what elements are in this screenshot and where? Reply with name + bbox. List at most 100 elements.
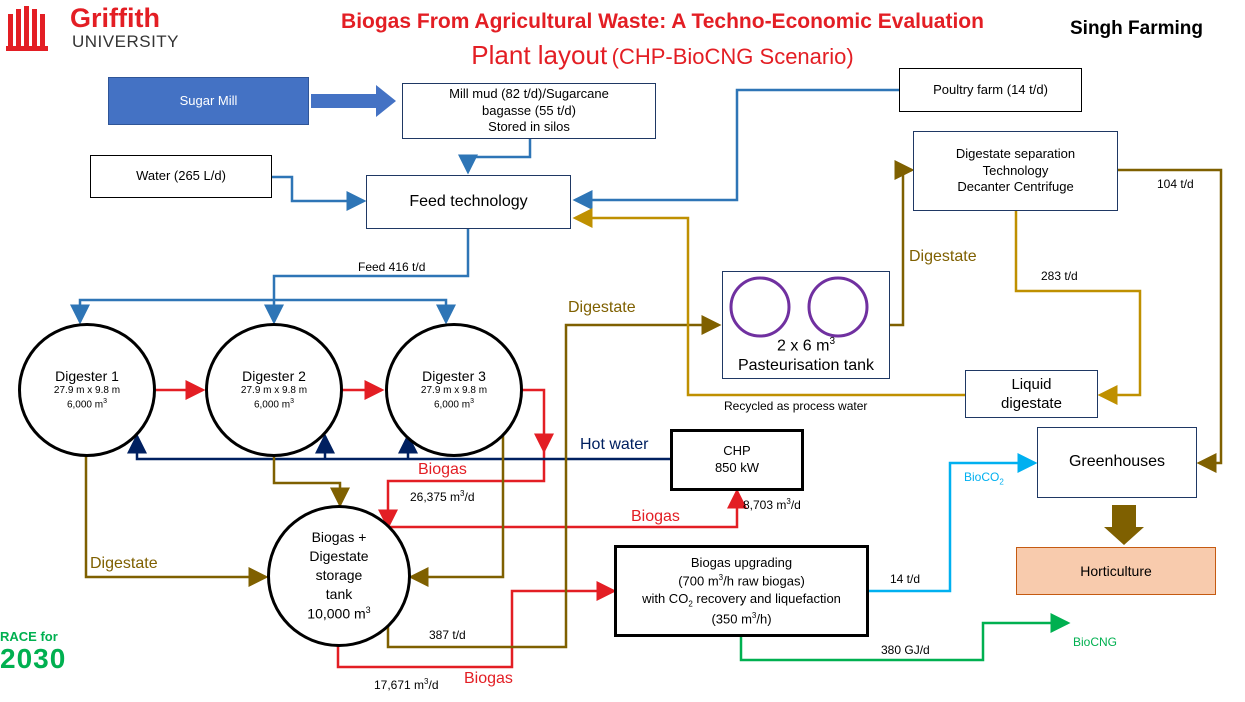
liquid-digestate-line2: digestate	[1001, 395, 1062, 412]
upgrading-line3-a: with CO	[642, 591, 689, 607]
storage-line2: Digestate	[309, 548, 369, 565]
flow-26375-label: 26,375 m3/d	[410, 489, 475, 504]
digestate-label-right: Digestate	[909, 248, 977, 265]
digester-2-volume-sup: 3	[290, 398, 295, 406]
race-logo-line2: 2030	[0, 643, 67, 674]
biogas-to-storage-line	[378, 451, 546, 530]
separation-line1: Digestate separation	[955, 145, 1076, 161]
flow-8703-sup: 3	[786, 497, 791, 506]
liquid-digestate-box: Liquid digestate	[965, 370, 1098, 418]
upgrading-line4-b: /h)	[756, 611, 772, 627]
storage-volume-value: 10,000 m	[307, 605, 366, 622]
biogas-upgrading-box: Biogas upgrading (700 m3/h raw biogas) w…	[614, 545, 869, 637]
water-box: Water (265 L/d)	[90, 155, 272, 198]
digester-3-dims: 27.9 m x 9.8 m	[420, 385, 488, 397]
biogas-label-3: Biogas	[464, 670, 513, 687]
flow-26375-value: 26,375 m	[410, 490, 461, 504]
pasteurisation-tank-1	[729, 276, 791, 338]
pasteurisation-label: Pasteurisation tank	[737, 357, 875, 374]
upgrading-line2-a: (700 m	[678, 573, 719, 589]
digester-3-volume: 6,000 m3	[434, 397, 474, 411]
storage-line3: storage	[315, 567, 363, 584]
biogas-label-1: Biogas	[418, 461, 467, 478]
bioco2-line	[868, 453, 1038, 593]
water-label: Water (265 L/d)	[136, 168, 226, 184]
storage-line4: tank	[325, 586, 353, 603]
poultry-to-feed-line	[572, 88, 899, 210]
mill-to-feed-line	[458, 139, 532, 175]
subtitle-scenario: (CHP-BioCNG Scenario)	[611, 44, 854, 69]
flow-26375-unit: /d	[464, 490, 475, 504]
separation-to-liquid-line	[1014, 210, 1142, 405]
bioco2-label: BioCO2	[964, 470, 1004, 486]
d3-biogas-line	[521, 388, 554, 454]
digestate-label-top: Digestate	[568, 299, 636, 316]
upgrading-line3-b: recovery and liquefaction	[692, 591, 841, 607]
flow-17671-unit: /d	[428, 678, 439, 692]
chp-box: CHP 850 kW	[670, 429, 804, 491]
digester-3-volume-value: 6,000 m	[433, 399, 471, 411]
flow-8703-unit: /d	[790, 498, 801, 512]
pasteurisation-size-value: 2 x 6 m	[776, 337, 830, 354]
recycled-label: Recycled as process water	[724, 399, 868, 413]
separation-line3: Decanter Centrifuge	[957, 179, 1074, 195]
bioco2-value: BioCO	[964, 470, 1000, 484]
storage-tank: Biogas + Digestate storage tank 10,000 m…	[267, 505, 411, 647]
upgrading-line4-a: (350 m	[711, 611, 752, 627]
feed-technology-label: Feed technology	[409, 192, 528, 210]
greenhouses-label: Greenhouses	[1068, 453, 1166, 471]
digester-2-volume: 6,000 m3	[254, 397, 294, 411]
digester-1-name: Digester 1	[55, 368, 119, 385]
digestate-separation-box: Digestate separation Technology Decanter…	[913, 131, 1118, 211]
flow-8703-value: 8,703 m	[743, 498, 787, 512]
biogas-label-2: Biogas	[631, 508, 680, 525]
flow-14-label: 14 t/d	[890, 572, 921, 586]
bioco2-sub: 2	[999, 477, 1004, 487]
pasteurisation-to-separation-line	[890, 160, 915, 327]
upgrading-line2-b: /h raw biogas)	[723, 573, 805, 589]
feed-manifold-line	[78, 298, 456, 325]
upgrading-line1: Biogas upgrading	[690, 554, 793, 570]
mill-mud-line1: Mill mud (82 t/d)/Sugarcane	[449, 85, 609, 101]
liquid-digestate-line1: Liquid	[1011, 375, 1052, 393]
pasteurisation-tank-2	[807, 276, 869, 338]
flow-380-label: 380 GJ/d	[881, 643, 930, 657]
feed-flow-label: Feed 416 t/d	[358, 260, 426, 274]
flow-387-label: 387 t/d	[429, 628, 466, 642]
upgrading-line3-sub: 2	[688, 599, 693, 609]
digester-1-volume-sup: 3	[103, 398, 108, 406]
flow-17671-value: 17,671 m	[374, 678, 425, 692]
storage-to-upgrading-line	[336, 581, 617, 669]
mill-mud-line2: bagasse (55 t/d)	[482, 102, 576, 118]
digester-1-volume-value: 6,000 m	[66, 399, 104, 411]
separation-line2: Technology	[982, 162, 1049, 178]
sugar-mill-box: Sugar Mill	[108, 77, 309, 125]
upgrading-line2: (700 m3/h raw biogas)	[678, 572, 805, 591]
greenhouses-box: Greenhouses	[1037, 427, 1197, 498]
feed-down-line	[264, 229, 470, 325]
flow-283-label: 283 t/d	[1041, 269, 1078, 283]
flow-17671-sup: 3	[424, 677, 429, 686]
upgrading-line2-sup: 3	[718, 572, 724, 582]
subtitle-main: Plant layout	[471, 40, 608, 70]
flow-17671-label: 17,671 m3/d	[374, 677, 439, 692]
upgrading-line3: with CO2 recovery and liquefaction	[642, 590, 841, 610]
water-to-feed-line	[272, 175, 367, 211]
mill-mud-box: Mill mud (82 t/d)/Sugarcane bagasse (55 …	[402, 83, 656, 139]
sugar-mill-label: Sugar Mill	[179, 92, 238, 108]
greenhouse-to-horticulture-arrow	[1104, 505, 1144, 545]
pasteurisation-size-sup: 3	[829, 335, 836, 347]
griffith-logo: Griffith UNIVERSITY	[6, 4, 201, 52]
flow-26375-sup: 3	[460, 489, 465, 498]
d1-digestate-line	[84, 456, 269, 587]
digester-1-dims: 27.9 m x 9.8 m	[53, 385, 121, 397]
race-for-2030-logo: RACE for 2030	[0, 630, 110, 680]
digestate-label-left: Digestate	[90, 555, 158, 572]
storage-volume: 10,000 m3	[307, 604, 370, 624]
poultry-farm-label: Poultry farm (14 t/d)	[933, 81, 1048, 97]
flow-8703-label: 8,703 m3/d	[743, 497, 801, 512]
digester-3-volume-sup: 3	[470, 398, 475, 406]
poultry-farm-box: Poultry farm (14 t/d)	[899, 68, 1082, 112]
digester-2-volume-value: 6,000 m	[253, 399, 291, 411]
